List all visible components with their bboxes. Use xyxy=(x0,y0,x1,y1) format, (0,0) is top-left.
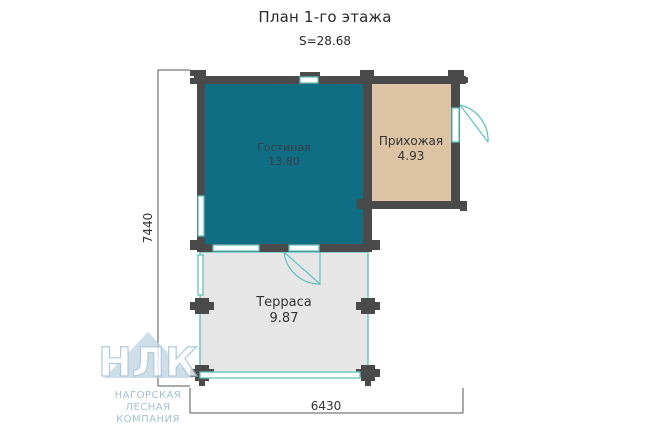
hall-room-name: Прихожая xyxy=(379,134,443,148)
living-room-area: 13.80 xyxy=(268,155,300,168)
total-area: S=28.68 xyxy=(298,34,352,48)
logo-line-3: КОМПАНИЯ xyxy=(116,414,180,425)
height-dimension: 7440 xyxy=(141,213,155,244)
logo-mountain-icon xyxy=(104,332,192,378)
hall-room-area: 4.93 xyxy=(398,149,425,163)
plan-title: План 1-го этажа xyxy=(258,8,392,26)
door-swings xyxy=(283,104,489,286)
logo-line-2: ЛЕСНАЯ xyxy=(125,402,170,413)
logo-mark: НЛК xyxy=(98,340,198,386)
living-room xyxy=(205,84,363,244)
terrace-name: Терраса xyxy=(255,295,312,310)
company-logo: НЛК НАГОРСКАЯ ЛЕСНАЯ КОМПАНИЯ xyxy=(98,332,199,425)
hall-room xyxy=(372,84,451,201)
dimension-lines xyxy=(157,69,464,414)
terrace-area: 9.87 xyxy=(270,311,299,326)
windows xyxy=(197,76,460,379)
logo-line-1: НАГОРСКАЯ xyxy=(115,390,182,401)
width-dimension: 6430 xyxy=(311,399,342,413)
living-room-name: Гостиная xyxy=(257,141,311,154)
